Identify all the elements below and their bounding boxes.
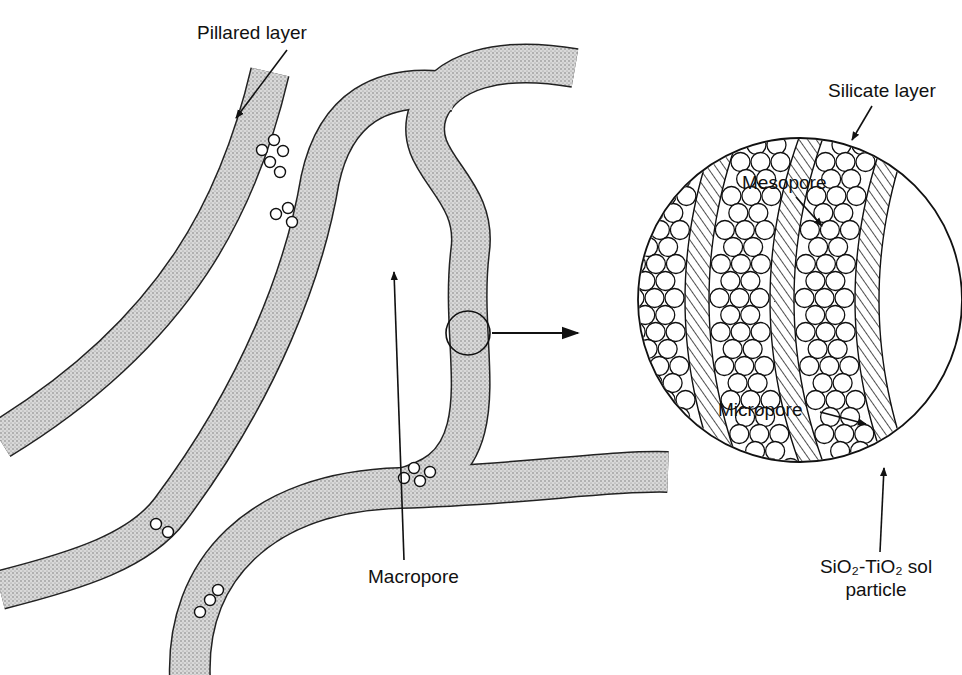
zoom-circle (638, 138, 962, 462)
leader-arrows (236, 50, 884, 560)
pore-label: Macropore (368, 566, 459, 589)
particle-label: SiO₂-TiO₂ sol particle (796, 556, 956, 602)
magnify-arrow (492, 332, 578, 334)
pore-label: Mesopore (742, 172, 827, 195)
layer-label: Silicate layer (828, 80, 936, 103)
pore-label: Micropore (718, 399, 802, 422)
pillared-layers (0, 63, 668, 675)
magnify-spot (446, 311, 490, 355)
pillar-particles (151, 135, 436, 618)
layer-label: Pillared layer (197, 22, 307, 45)
zoom-detail (616, 119, 915, 481)
